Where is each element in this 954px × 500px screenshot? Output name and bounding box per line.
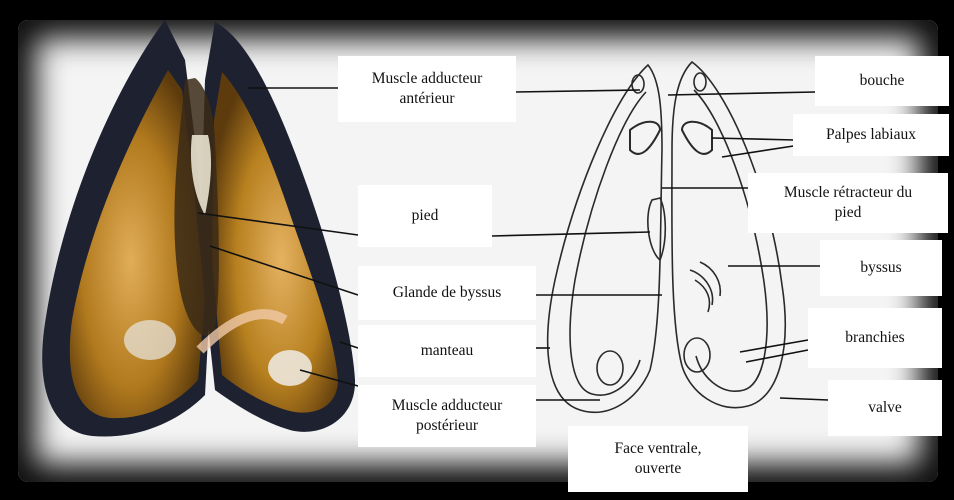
label-palpes-labiaux: Palpes labiaux bbox=[793, 114, 949, 156]
label-muscle-adducteur-anterieur: Muscle adducteur antérieur bbox=[338, 56, 516, 122]
drawing-right-inner bbox=[694, 90, 767, 391]
drawing-left-inner bbox=[570, 92, 646, 395]
posterior-adductor-spot bbox=[268, 350, 312, 386]
label-branchies: branchies bbox=[808, 308, 942, 368]
label-glande-de-byssus: Glande de byssus bbox=[358, 266, 536, 320]
left-white-spot bbox=[124, 320, 176, 360]
drawing-left-valve bbox=[548, 65, 662, 412]
drawing-anterior-adductor-right bbox=[694, 73, 706, 91]
drawing-posterior-adductor-left bbox=[597, 351, 623, 385]
mussel-drawing bbox=[548, 62, 786, 412]
leader-valve bbox=[780, 398, 828, 400]
label-muscle-adducteur-posterieur: Muscle adducteur postérieur bbox=[358, 385, 536, 447]
label-face-ventrale: Face ventrale, ouverte bbox=[568, 426, 748, 492]
leader-pied-drawing bbox=[492, 232, 650, 236]
drawing-gills bbox=[690, 262, 720, 312]
drawing-right-valve bbox=[672, 62, 785, 408]
label-manteau: manteau bbox=[358, 325, 536, 377]
label-bouche: bouche bbox=[815, 56, 949, 106]
label-pied: pied bbox=[358, 185, 492, 247]
leader-palpes-2 bbox=[722, 145, 800, 157]
label-valve: valve bbox=[828, 380, 942, 436]
drawing-posterior-adductor-right bbox=[684, 338, 710, 372]
label-byssus: byssus bbox=[820, 240, 942, 296]
leader-branchies-1 bbox=[740, 340, 808, 352]
drawing-foot bbox=[648, 198, 665, 260]
label-muscle-retracteur: Muscle rétracteur du pied bbox=[748, 173, 948, 233]
leader-branchies-2 bbox=[746, 350, 808, 362]
drawing-palps bbox=[630, 122, 712, 154]
leader-bouche bbox=[668, 92, 815, 95]
leader-muscle-anterieur-drawing bbox=[515, 90, 640, 92]
